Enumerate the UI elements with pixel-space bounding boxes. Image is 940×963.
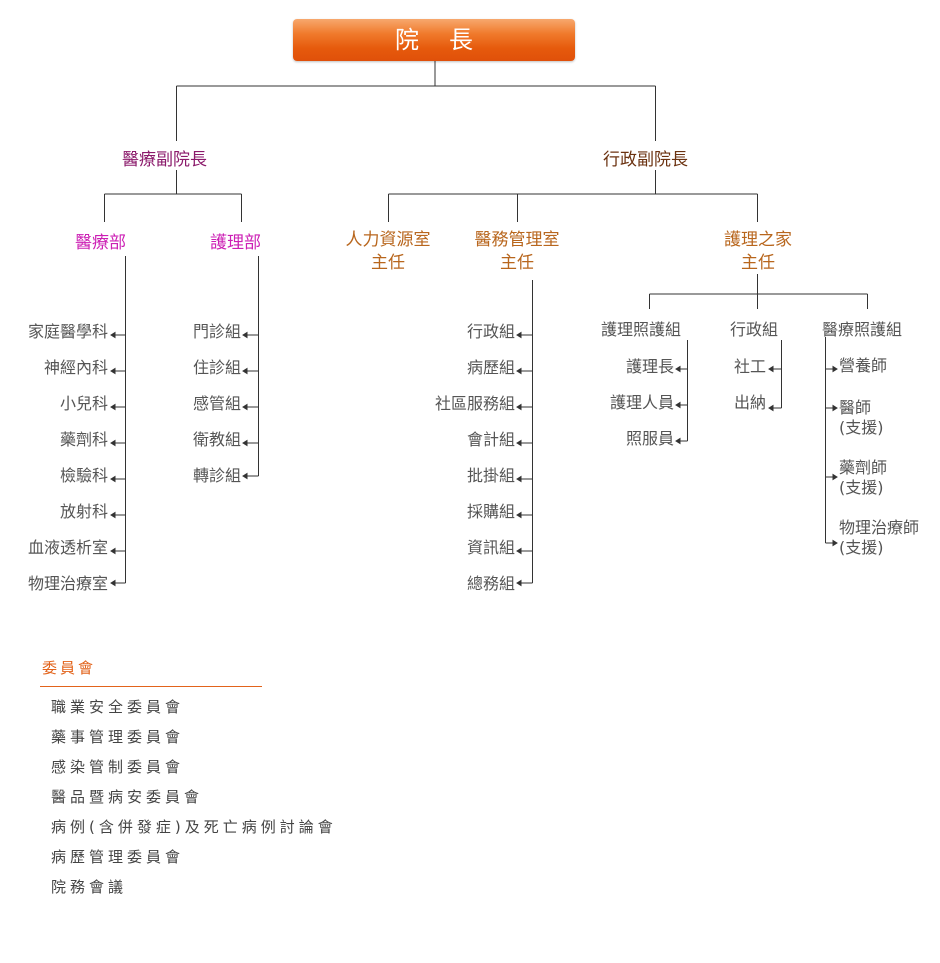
admin-group-item: 社工 bbox=[733, 357, 766, 376]
medcare-item-line2: (支援) bbox=[839, 538, 884, 557]
arrow-head bbox=[242, 367, 248, 375]
medical-dept-item: 放射科 bbox=[59, 502, 108, 521]
arrow-head bbox=[832, 539, 838, 547]
hr-office-title: 人力資源室 主任 bbox=[333, 229, 443, 275]
med-affairs-item: 社區服務組 bbox=[434, 394, 515, 413]
arrow-head bbox=[675, 401, 681, 409]
arrow-head bbox=[516, 403, 522, 411]
committees-title: 委員會 bbox=[42, 659, 97, 677]
medcare-group-title: 醫療照護組 bbox=[822, 320, 903, 339]
medcare-item-line1: 藥劑師 bbox=[839, 458, 888, 477]
arrow-head bbox=[516, 579, 522, 587]
medcare-item-line1: 物理治療師 bbox=[839, 518, 920, 537]
nursing-dept-item: 住診組 bbox=[192, 358, 241, 377]
med-affairs-item: 會計組 bbox=[466, 430, 515, 449]
committee-item: 藥事管理委員會 bbox=[51, 728, 185, 746]
medical-dept-item: 藥劑科 bbox=[59, 430, 108, 449]
arrow-head bbox=[516, 475, 522, 483]
nursing-dept-title: 護理部 bbox=[210, 233, 261, 253]
arrow-head bbox=[516, 367, 522, 375]
nursing-home-title-line1: 護理之家 bbox=[724, 230, 792, 250]
arrow-head bbox=[675, 365, 681, 373]
arrow-head bbox=[242, 403, 248, 411]
committee-item: 職業安全委員會 bbox=[51, 698, 185, 716]
arrow-head bbox=[110, 439, 116, 447]
nursing-dept-item: 門診組 bbox=[192, 322, 241, 341]
medcare-item-line1: 營養師 bbox=[839, 356, 888, 375]
medcare-item-line2: (支援) bbox=[839, 478, 884, 497]
medical-dept-item: 家庭醫學科 bbox=[27, 322, 108, 341]
nursing-home-title-line2: 主任 bbox=[741, 253, 775, 273]
committee-item: 醫品暨病安委員會 bbox=[51, 788, 204, 806]
arrow-head bbox=[242, 331, 248, 339]
medical-dept-title: 醫療部 bbox=[75, 233, 126, 253]
medcare-item: 物理治療師 (支援) bbox=[839, 518, 919, 558]
admin-group-item: 出納 bbox=[733, 393, 766, 412]
nursing-dept-item: 衛教組 bbox=[192, 430, 241, 449]
med-affairs-item: 病歷組 bbox=[466, 358, 515, 377]
med-affairs-item: 採購組 bbox=[466, 502, 515, 521]
committee-item: 病例(含併發症)及死亡病例討論會 bbox=[51, 818, 337, 836]
arrow-head bbox=[516, 511, 522, 519]
arrow-head bbox=[110, 511, 116, 519]
arrow-head bbox=[832, 473, 838, 481]
med-affairs-item: 總務組 bbox=[466, 574, 515, 593]
arrow-head bbox=[516, 331, 522, 339]
medcare-item-line1: 醫師 bbox=[839, 398, 872, 417]
director-box: 院長 bbox=[293, 19, 575, 61]
arrow-head bbox=[832, 365, 838, 373]
medical-dept-item: 檢驗科 bbox=[59, 466, 108, 485]
committee-item: 感染管制委員會 bbox=[51, 758, 185, 776]
med-affairs-title-line1: 醫務管理室 bbox=[474, 230, 560, 250]
arrow-head bbox=[242, 439, 248, 447]
arrow-head bbox=[242, 472, 248, 480]
hr-title-line1: 人力資源室 bbox=[345, 230, 431, 250]
care-group-item: 護理人員 bbox=[609, 393, 674, 412]
committee-item: 病歷管理委員會 bbox=[51, 848, 185, 866]
med-affairs-item: 行政組 bbox=[466, 322, 515, 341]
med-affairs-title: 醫務管理室 主任 bbox=[462, 229, 572, 275]
care-group-item: 護理長 bbox=[625, 357, 674, 376]
med-affairs-item: 批掛組 bbox=[466, 466, 515, 485]
medcare-item: 醫師 (支援) bbox=[839, 398, 884, 438]
director-label: 院長 bbox=[395, 26, 503, 54]
medcare-item: 營養師 bbox=[839, 356, 887, 376]
medcare-item: 藥劑師 (支援) bbox=[839, 458, 887, 498]
medical-dept-item: 小兒科 bbox=[59, 394, 108, 413]
nursing-dept-item: 轉診組 bbox=[192, 466, 241, 485]
committee-item: 院務會議 bbox=[51, 878, 128, 896]
medical-dept-item: 血液透析室 bbox=[27, 538, 108, 557]
medical-dept-item: 物理治療室 bbox=[27, 574, 108, 593]
arrow-head bbox=[110, 403, 116, 411]
admin-group-title: 行政組 bbox=[730, 320, 779, 339]
arrow-head bbox=[516, 547, 522, 555]
arrow-head bbox=[675, 437, 681, 445]
med-affairs-item: 資訊組 bbox=[466, 538, 515, 557]
arrow-head bbox=[768, 365, 774, 373]
committees-divider bbox=[40, 686, 262, 687]
arrow-head bbox=[110, 579, 116, 587]
arrow-head bbox=[110, 547, 116, 555]
vice-president-admin: 行政副院長 bbox=[603, 150, 688, 170]
care-group-title: 護理照護組 bbox=[601, 320, 682, 339]
arrow-head bbox=[516, 439, 522, 447]
arrow-head bbox=[110, 367, 116, 375]
arrow-head bbox=[768, 404, 774, 412]
medcare-item-line2: (支援) bbox=[839, 418, 884, 437]
arrow-head bbox=[832, 404, 838, 412]
nursing-home-title: 護理之家 主任 bbox=[703, 229, 813, 275]
arrow-head bbox=[110, 331, 116, 339]
hr-title-line2: 主任 bbox=[371, 253, 405, 273]
medical-dept-item: 神經內科 bbox=[43, 358, 108, 377]
care-group-item: 照服員 bbox=[625, 429, 674, 448]
vice-president-medical: 醫療副院長 bbox=[122, 150, 207, 170]
arrow-head bbox=[110, 475, 116, 483]
nursing-dept-item: 感管組 bbox=[192, 394, 241, 413]
med-affairs-title-line2: 主任 bbox=[500, 253, 534, 273]
